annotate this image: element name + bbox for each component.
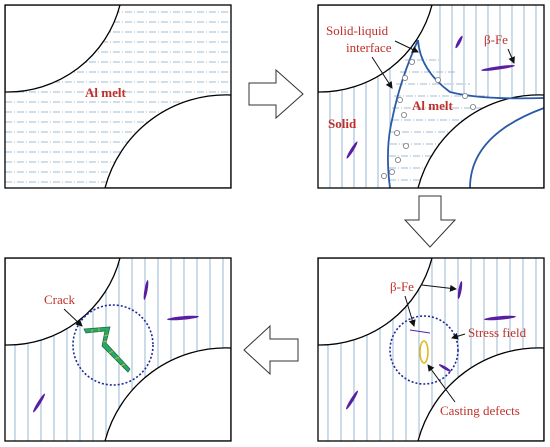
beta-fe-label: β-Fe (390, 279, 414, 294)
crack-bridges (91, 328, 126, 367)
interface-label-line2: interface (346, 40, 392, 55)
panel-frame (4, 4, 232, 189)
stress-field-ring (389, 315, 459, 385)
interface-label-line1: Solid-liquid (326, 23, 389, 38)
particle-bottom-right (417, 347, 544, 441)
panel-frame (317, 4, 545, 189)
crack-pointer (63, 308, 83, 327)
interface-pointer-2 (371, 56, 393, 89)
solid-label: Solid (328, 116, 357, 131)
beta-fe-needles (346, 35, 515, 159)
stress-field-label: Stress field (468, 325, 527, 340)
beta-fe-needles (33, 280, 199, 413)
casting-defects-pointer (427, 364, 456, 403)
al-melt-label: Al melt (412, 98, 453, 113)
remaining-melt (387, 40, 515, 188)
particle-top-left (318, 5, 433, 93)
particle-top-left (5, 5, 121, 93)
panel-stress-defects: β-Fe Stress field Casting defects (317, 257, 545, 442)
panel-frame (4, 257, 232, 442)
particle-top-left (318, 258, 433, 346)
panel-frame (317, 257, 545, 442)
stress-field-ring (72, 304, 154, 386)
particle-bottom-right (417, 94, 544, 188)
solid-liquid-interface-left (387, 39, 419, 188)
particle-bottom-right (104, 94, 231, 188)
panel-solidification: Solid-liquid interface β-Fe Al melt Soli… (317, 4, 545, 189)
beta-fe-pointer-1 (421, 284, 457, 292)
right-arrow (248, 68, 304, 120)
solid-liquid-interface-lower (469, 107, 544, 188)
beta-fe-pointer-2 (404, 295, 416, 327)
solid-liquid-interface-right (417, 39, 544, 100)
casting-defect (419, 340, 429, 364)
pores (380, 59, 476, 179)
beta-fe-pointer (507, 48, 515, 64)
stress-field-pointer (451, 332, 466, 340)
particle-bottom-right (104, 347, 231, 441)
interface-pointer-1 (394, 40, 419, 53)
crack-label: Crack (44, 292, 76, 307)
beta-fe-label: β-Fe (484, 32, 508, 47)
panel-cracking: Crack (4, 257, 232, 442)
stress-arc-line (409, 329, 431, 334)
down-arrow (403, 195, 457, 248)
casting-defects-label: Casting defects (440, 403, 520, 418)
left-arrow (243, 324, 299, 376)
panel-liquid-melt: Al melt (4, 4, 232, 189)
beta-fe-needles (346, 281, 516, 410)
al-melt-label: Al melt (85, 85, 126, 100)
